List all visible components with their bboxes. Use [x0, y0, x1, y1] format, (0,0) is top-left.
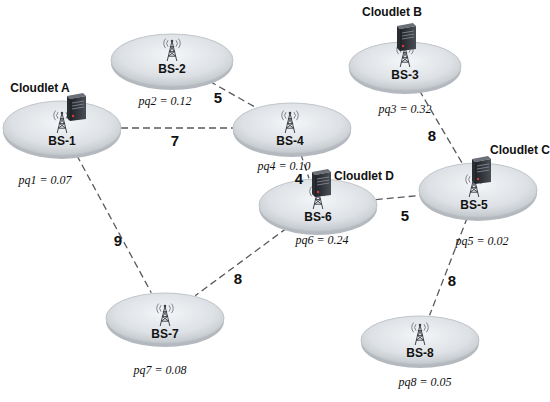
tower-icon: [412, 323, 428, 345]
base-station-cell: BS-8pq8 = 0.05: [361, 315, 479, 365]
link-line: [430, 218, 468, 316]
base-station-cell: Cloudlet ABS-1pq1 = 0.07: [3, 100, 121, 156]
cloudlet-server: [312, 169, 331, 197]
disc-surface: [419, 163, 537, 217]
probability-label: pq6 = 0.24: [295, 233, 348, 248]
link-weight: 5: [214, 89, 222, 106]
cell-disc: [111, 33, 233, 87]
station-label: BS-7: [151, 327, 178, 341]
cloudlet-server: [472, 156, 491, 184]
disc-surface: [233, 103, 351, 153]
station-label: BS-5: [460, 198, 487, 212]
tower-icon: [164, 39, 180, 61]
base-station-cell: Cloudlet CBS-5pq5 = 0.02: [419, 162, 537, 218]
link-weight: 8: [428, 127, 436, 144]
probability-label: pq8 = 0.05: [398, 375, 451, 390]
disc-surface: [3, 101, 121, 155]
disc-surface: [361, 316, 479, 364]
link-line: [195, 228, 287, 296]
disc-surface: [111, 34, 233, 86]
base-station-cell: BS-2pq2 = 0.12: [111, 33, 233, 87]
disc-surface: [349, 42, 461, 90]
tower-icon: [54, 111, 70, 133]
link-line: [77, 155, 152, 293]
link-weight: 9: [114, 232, 122, 249]
station-label: BS-4: [276, 134, 303, 148]
base-station-cell: Cloudlet BBS-3pq3 = 0.32: [349, 41, 461, 91]
link-line: [419, 90, 462, 163]
probability-label: pq5 = 0.02: [455, 234, 508, 249]
station-label: BS-3: [391, 68, 418, 82]
tower-icon: [282, 111, 298, 133]
cloudlet-server: [67, 93, 86, 121]
link-weight: 8: [448, 272, 456, 289]
tower-icon: [310, 187, 326, 209]
link-weight: 5: [401, 207, 409, 224]
disc-surface: [259, 179, 377, 231]
tower-icon: [157, 304, 173, 326]
cloudlet-server: [397, 23, 416, 51]
base-station-cell: BS-7pq7 = 0.08: [106, 292, 224, 344]
link-weight: 4: [295, 170, 303, 187]
base-station-cell: BS-4pq4 = 0.10: [233, 102, 351, 154]
probability-label: pq2 = 0.12: [138, 94, 191, 109]
cloudlet-label: Cloudlet D: [334, 169, 394, 183]
tower-icon: [397, 45, 413, 67]
base-station-cell: Cloudlet DBS-6pq6 = 0.24: [259, 178, 377, 232]
link-line: [210, 81, 256, 107]
station-label: BS-6: [304, 210, 331, 224]
station-label: BS-8: [406, 346, 433, 360]
probability-label: pq7 = 0.08: [133, 363, 186, 378]
disc-surface: [106, 293, 224, 343]
cloudlet-label: Cloudlet A: [10, 81, 70, 95]
link-weight: 7: [171, 132, 179, 149]
station-label: BS-1: [48, 134, 75, 148]
probability-label: pq3 = 0.32: [378, 102, 431, 117]
cloudlet-label: Cloudlet B: [362, 5, 422, 19]
link-weight: 8: [234, 270, 242, 287]
probability-label: pq1 = 0.07: [18, 173, 71, 188]
link-line: [121, 127, 233, 128]
link-line: [376, 195, 420, 199]
cloudlet-label: Cloudlet C: [490, 143, 550, 157]
tower-icon: [466, 175, 482, 197]
station-label: BS-2: [158, 62, 185, 76]
cell-disc: [349, 41, 461, 91]
